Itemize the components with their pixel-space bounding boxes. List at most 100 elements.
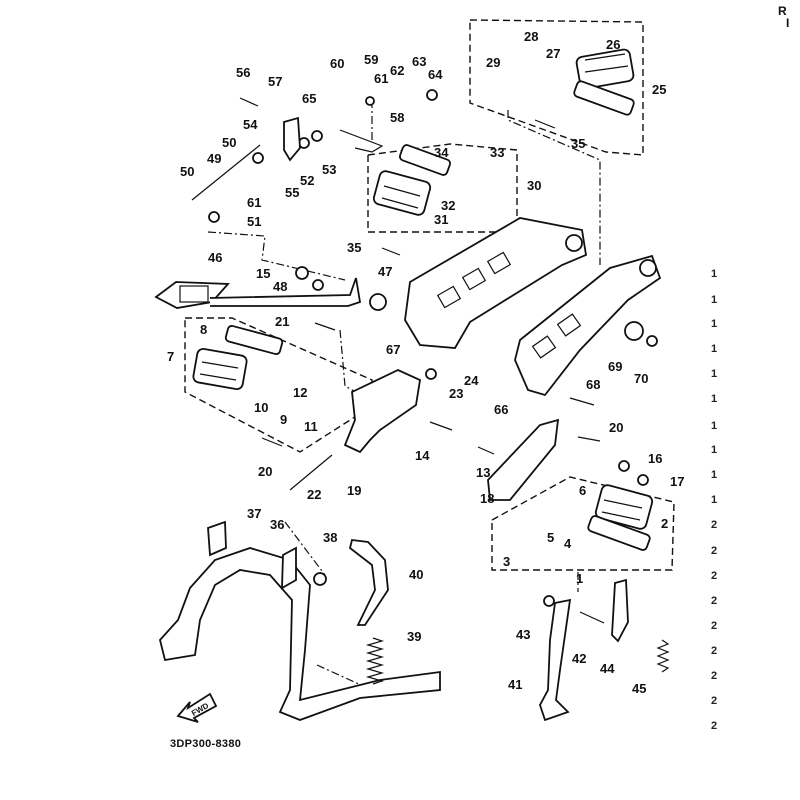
callout-35b: 35 [347, 240, 362, 255]
bolt-22 [289, 454, 333, 491]
side-mark: 2 [711, 670, 718, 682]
nut-15 [295, 266, 309, 280]
footrest-holder [343, 369, 421, 454]
side-mark: 1 [711, 420, 718, 432]
callout-1: 1 [576, 571, 584, 586]
callout-48: 48 [273, 279, 288, 294]
group-box-30 [367, 143, 518, 233]
callout-18: 18 [480, 491, 495, 506]
callout-45: 45 [632, 681, 647, 696]
callout-22: 22 [307, 487, 322, 502]
footrest-rubber-26 [573, 48, 635, 116]
washer-16 [618, 460, 630, 472]
washer-51 [208, 211, 220, 223]
footrest-rubber-31 [372, 144, 452, 216]
footrest-bracket-right [514, 254, 662, 397]
side-mark: 2 [711, 720, 718, 732]
washer-48 [312, 279, 324, 291]
nut-38 [313, 572, 327, 586]
sidestand [539, 598, 572, 722]
side-mark: 2 [711, 545, 718, 557]
side-mark: 2 [711, 620, 718, 632]
callout-58: 58 [390, 110, 405, 125]
callout-60: 60 [330, 56, 345, 71]
diagram-code: 3DP300-8380 [170, 738, 242, 750]
center-stand-ear [281, 546, 297, 590]
callout-54: 54 [243, 117, 258, 132]
callout-20a: 20 [258, 464, 273, 479]
callout-55: 55 [285, 185, 300, 200]
side-mark: 1 [711, 494, 718, 506]
callout-51: 51 [247, 214, 262, 229]
footrest-plate [487, 418, 560, 501]
callout-44: 44 [600, 661, 615, 676]
callout-52b: 52 [300, 173, 315, 188]
ref-line [507, 110, 601, 265]
nut-17 [637, 474, 649, 486]
callout-43: 43 [516, 627, 531, 642]
callout-6: 6 [579, 483, 587, 498]
callout-15: 15 [256, 266, 271, 281]
sidestand-plate [611, 578, 629, 643]
callout-14: 14 [415, 448, 430, 463]
callout-8: 8 [200, 322, 208, 337]
callout-59: 59 [364, 52, 379, 67]
side-mark: 1 [711, 444, 718, 456]
footrest-rubber-2 [587, 484, 654, 551]
callout-27: 27 [546, 46, 561, 61]
callout-56: 56 [236, 65, 251, 80]
callout-52: 50 [222, 135, 237, 150]
bolt-42 [579, 611, 605, 624]
group-box-1 [491, 476, 675, 571]
collar-47 [369, 293, 387, 311]
ref-line [284, 521, 326, 576]
washer-52 [252, 152, 264, 164]
callout-33: 33 [490, 145, 505, 160]
footrest-rubber-8 [192, 325, 284, 391]
collar-69 [624, 321, 644, 341]
callout-26: 26 [606, 37, 621, 52]
callout-39: 39 [407, 629, 422, 644]
header-glyph: R [778, 4, 787, 18]
center-stand [159, 547, 441, 721]
callout-4: 4 [564, 536, 572, 551]
callout-2: 2 [661, 516, 669, 531]
callout-7: 7 [167, 349, 175, 364]
callout-35a: 35 [571, 136, 586, 151]
bolt-35b [381, 247, 401, 256]
callout-28: 28 [524, 29, 539, 44]
washer-23 [425, 368, 437, 380]
callout-12: 12 [293, 385, 308, 400]
side-mark: 2 [711, 570, 718, 582]
side-mark: 2 [711, 595, 718, 607]
callout-62: 61 [247, 195, 262, 210]
callout-67: 67 [386, 342, 401, 357]
callout-63: 63 [412, 54, 427, 69]
washer-61 [365, 96, 375, 106]
bolt-56 [239, 97, 259, 107]
callout-64: 64 [428, 67, 443, 82]
arm-55 [283, 116, 301, 162]
callout-30: 30 [527, 178, 542, 193]
side-mark: 1 [711, 318, 718, 330]
callout-41: 41 [508, 677, 523, 692]
nut-43 [543, 595, 555, 607]
callout-25: 25 [652, 82, 667, 97]
callout-53: 53 [322, 162, 337, 177]
callout-3: 3 [503, 554, 511, 569]
bolt-20 [261, 437, 283, 447]
side-mark: 1 [711, 343, 718, 355]
callout-65: 65 [302, 91, 317, 106]
nut-64 [426, 89, 438, 101]
callout-66: 66 [494, 402, 509, 417]
callout-9: 9 [280, 412, 288, 427]
side-mark: 1 [711, 294, 718, 306]
callout-5: 5 [547, 530, 555, 545]
callout-31: 31 [434, 212, 449, 227]
bolt-49 [191, 144, 261, 201]
callout-37: 37 [247, 506, 262, 521]
callout-16: 16 [648, 451, 663, 466]
callout-69: 69 [608, 359, 623, 374]
header-glyph: I [786, 16, 790, 30]
callout-68: 68 [586, 377, 601, 392]
